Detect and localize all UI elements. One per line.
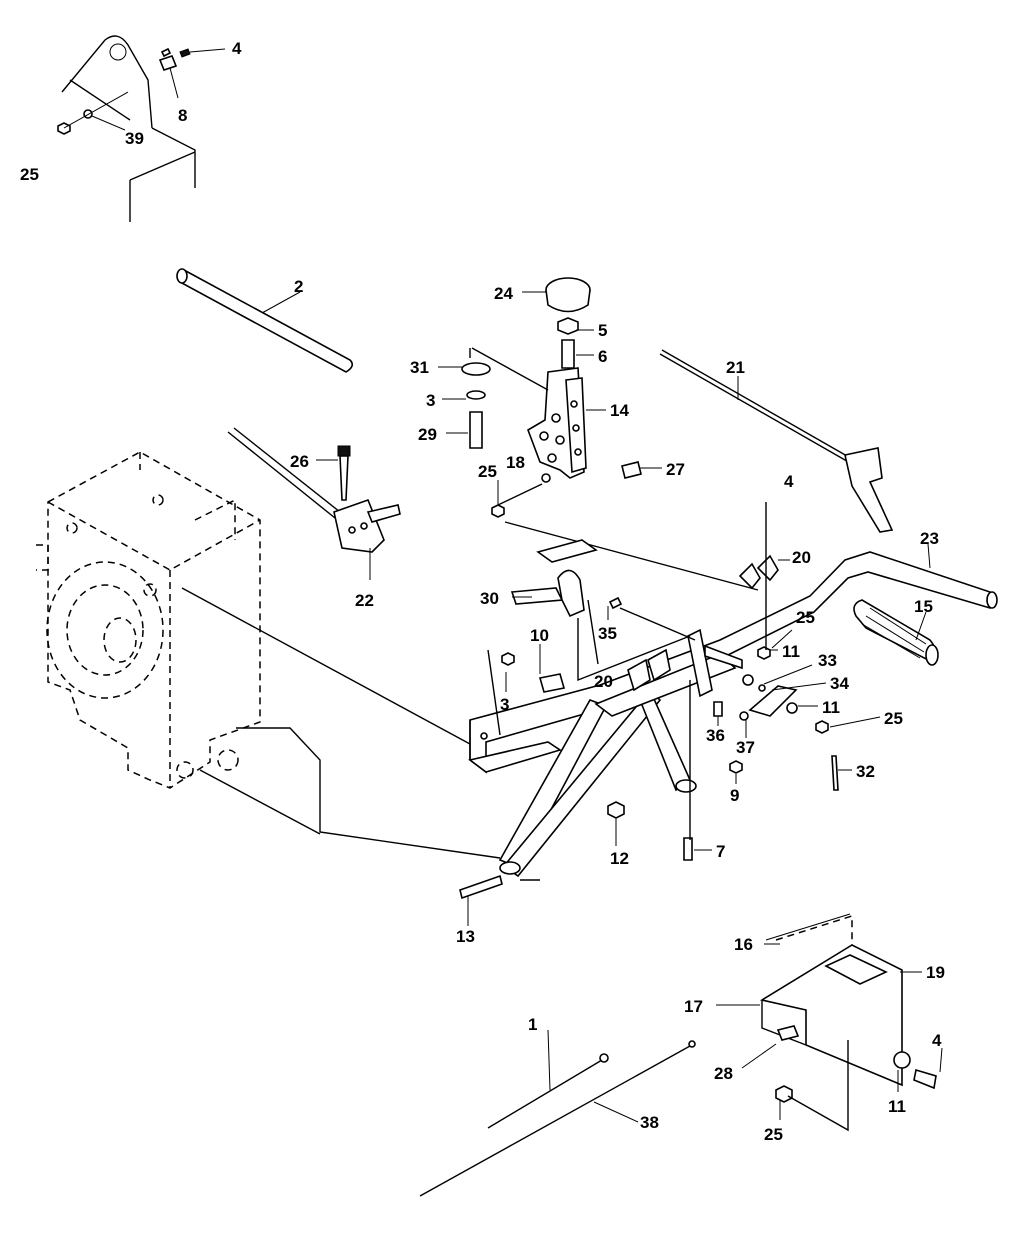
callout-13: 13 bbox=[456, 927, 475, 946]
inset-bracket-assembly bbox=[57, 35, 226, 222]
callout-21: 21 bbox=[726, 358, 745, 377]
callout-10: 10 bbox=[530, 626, 549, 645]
callout-33: 33 bbox=[818, 651, 837, 670]
callout-20a: 20 bbox=[792, 548, 811, 567]
callout-34: 34 bbox=[830, 674, 849, 693]
callout-25b: 25 bbox=[478, 462, 497, 481]
callout-31: 31 bbox=[410, 358, 429, 377]
callout-37: 37 bbox=[736, 738, 755, 757]
callout-labels: 4 8 39 25 2 24 5 6 21 31 3 14 29 26 25 1… bbox=[20, 39, 945, 1144]
callout-26: 26 bbox=[290, 452, 309, 471]
callout-11c: 11 bbox=[888, 1097, 906, 1116]
callout-28: 28 bbox=[714, 1064, 733, 1083]
callout-3b: 3 bbox=[500, 695, 509, 714]
callout-17: 17 bbox=[684, 997, 703, 1016]
grip-15 bbox=[853, 599, 939, 666]
callout-4b: 4 bbox=[784, 472, 794, 491]
callout-6: 6 bbox=[598, 347, 607, 366]
callout-3a: 3 bbox=[426, 391, 435, 410]
callout-1: 1 bbox=[528, 1015, 537, 1034]
callout-22: 22 bbox=[355, 591, 374, 610]
callout-7: 7 bbox=[716, 842, 725, 861]
rod-2 bbox=[176, 268, 354, 373]
callout-32: 32 bbox=[856, 762, 875, 781]
transmission-housing-dashed bbox=[36, 451, 261, 789]
hardware-middle bbox=[459, 502, 839, 900]
cables-1-38 bbox=[419, 1029, 696, 1197]
callout-19: 19 bbox=[926, 963, 945, 982]
callout-5: 5 bbox=[598, 321, 607, 340]
cable-21 bbox=[659, 349, 894, 533]
callout-25d: 25 bbox=[884, 709, 903, 728]
callout-9: 9 bbox=[730, 786, 739, 805]
handle-23 bbox=[181, 521, 998, 881]
callout-25e: 25 bbox=[764, 1125, 783, 1144]
callout-30: 30 bbox=[480, 589, 499, 608]
callout-20b: 20 bbox=[594, 672, 613, 691]
callout-25a: 25 bbox=[20, 165, 39, 184]
callout-29: 29 bbox=[418, 425, 437, 444]
callout-35: 35 bbox=[598, 624, 617, 643]
callout-8: 8 bbox=[178, 106, 187, 125]
callout-23: 23 bbox=[920, 529, 939, 548]
leader-lines bbox=[316, 291, 943, 1120]
shift-assembly-14 bbox=[461, 277, 642, 518]
callout-12: 12 bbox=[610, 849, 629, 868]
callout-4a: 4 bbox=[232, 39, 242, 58]
callout-24: 24 bbox=[494, 284, 513, 303]
callout-36: 36 bbox=[706, 726, 725, 745]
throttle-lever-22 bbox=[227, 427, 401, 580]
callout-38: 38 bbox=[640, 1113, 659, 1132]
callout-14: 14 bbox=[610, 401, 629, 420]
callout-4c: 4 bbox=[932, 1031, 942, 1050]
callout-11b: 11 bbox=[822, 698, 840, 717]
callout-16: 16 bbox=[734, 935, 753, 954]
callout-25c: 25 bbox=[796, 608, 815, 627]
callout-11a: 11 bbox=[782, 642, 800, 661]
callout-39: 39 bbox=[125, 129, 144, 148]
callout-2: 2 bbox=[294, 277, 303, 296]
callout-27: 27 bbox=[666, 460, 685, 479]
guard-19 bbox=[759, 913, 937, 1132]
callout-18: 18 bbox=[506, 453, 525, 472]
callout-15: 15 bbox=[914, 597, 933, 616]
